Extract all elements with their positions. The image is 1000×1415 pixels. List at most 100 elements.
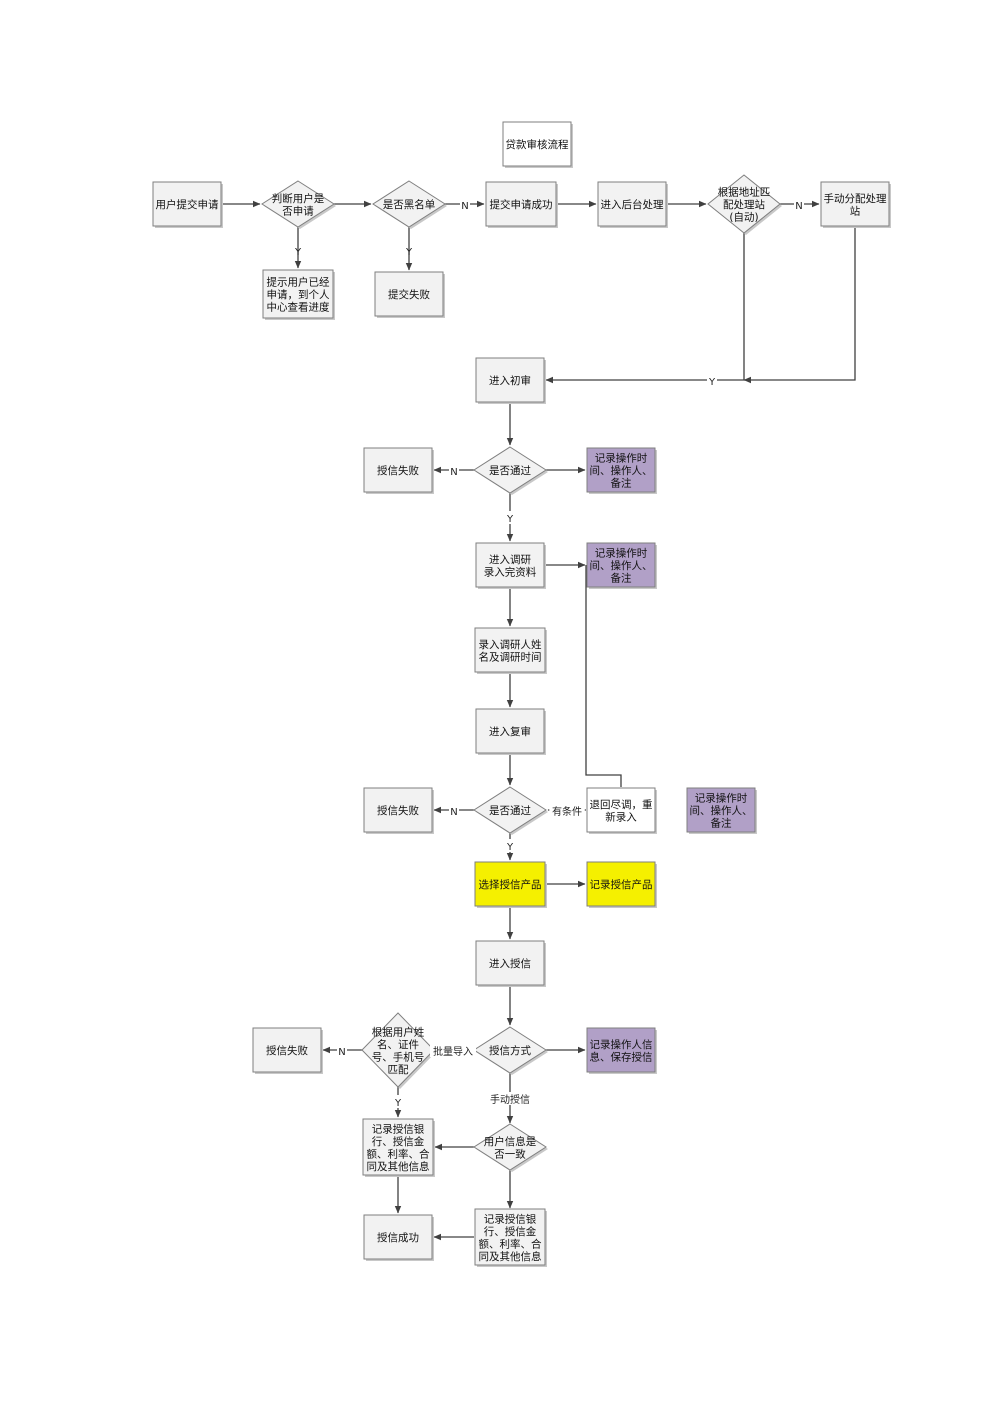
- node-diamond: [473, 786, 547, 834]
- node-box: [252, 1027, 322, 1073]
- node-text-line: 提示用户已经: [267, 276, 330, 289]
- node-success: 授信成功: [363, 1214, 434, 1261]
- node-box: [586, 542, 656, 588]
- node-box: [474, 627, 546, 673]
- node-text-line: 间、操作人、: [590, 464, 653, 477]
- node-text-line: 备注: [711, 817, 732, 830]
- node-box: [586, 447, 656, 493]
- connector-20: [585, 565, 622, 787]
- node-pass1: 是否通过: [473, 446, 548, 495]
- node-blacklist: 是否黑名单: [372, 180, 447, 229]
- node-box: [363, 1214, 433, 1260]
- node-text-line: 用户提交申请: [156, 198, 219, 211]
- node-pass2: 是否通过: [473, 786, 548, 835]
- node-text-line: 进入授信: [489, 957, 531, 970]
- node-text-line: 提交失败: [388, 288, 430, 301]
- node-text-line: 站: [850, 204, 861, 217]
- edge-label-bg: [393, 1095, 403, 1108]
- node-box: [820, 181, 890, 227]
- node-text-line: 匹配: [388, 1064, 409, 1076]
- edge-label-bg: [794, 198, 804, 211]
- node-text-line: 进入复审: [489, 725, 531, 738]
- node-text-line: 是否通过: [489, 804, 531, 817]
- node-text-line: 额、利率、合: [367, 1147, 430, 1160]
- node-second-review: 进入复审: [475, 708, 546, 755]
- node-text-line: 授信方式: [489, 1044, 531, 1057]
- node-box: [363, 447, 433, 493]
- node-fail3: 授信失败: [252, 1027, 323, 1074]
- edge-label-pass2-cond: 有条件: [552, 805, 582, 818]
- node-text-line: 手动分配处理: [824, 192, 887, 205]
- edge-label-bg: [707, 374, 717, 387]
- node-text-line: 记录授信银: [484, 1212, 537, 1225]
- node-text-line: 进入初审: [489, 374, 531, 387]
- edge-label-judge-y: Y: [294, 247, 302, 258]
- node-box: [475, 357, 545, 403]
- edge-label-manual: 手动授信: [490, 1093, 530, 1106]
- node-submit: 用户提交申请: [152, 181, 223, 228]
- node-text-line: 名、证件: [377, 1038, 419, 1051]
- node-box: [363, 787, 433, 833]
- node-text-line: 提交申请成功: [490, 198, 553, 211]
- node-text-line: 中心查看进度: [267, 301, 330, 314]
- node-text-line: 申请，到个人: [267, 288, 330, 301]
- node-credit-mode: 授信方式: [473, 1026, 548, 1075]
- edge-label-bg: [449, 804, 459, 817]
- node-box: [586, 1027, 656, 1073]
- node-text-line: (自动): [729, 211, 758, 224]
- node-text-line: 备注: [611, 572, 632, 585]
- edge-label-bg: [449, 464, 459, 477]
- node-box: [374, 271, 444, 317]
- node-backend: 进入后台处理: [597, 181, 668, 228]
- node-text-line: 是否通过: [489, 464, 531, 477]
- node-text-line: 否一致: [494, 1147, 526, 1160]
- node-text-line: 录入完资料: [484, 565, 537, 578]
- node-box: [475, 940, 545, 986]
- edge-label-bg: [337, 1044, 347, 1057]
- node-text-line: 号、手机号: [372, 1050, 425, 1063]
- node-text-line: 授信失败: [266, 1044, 308, 1057]
- node-text-line: 进入后台处理: [601, 198, 664, 211]
- node-text-line: 判断用户是: [272, 192, 325, 205]
- node-text-line: 记录操作时: [695, 792, 748, 805]
- node-text-line: 贷款审核流程: [506, 138, 569, 151]
- node-diamond: [707, 174, 781, 234]
- node-text-line: 记录授信产品: [590, 878, 653, 891]
- node-text-line: 新录入: [605, 810, 637, 823]
- node-text-line: 同及其他信息: [367, 1160, 430, 1173]
- node-box: [586, 787, 656, 833]
- node-text-line: 名及调研时间: [479, 650, 542, 663]
- node-credit: 进入授信: [475, 940, 546, 987]
- edge-label-bg: [505, 839, 515, 852]
- node-submit-fail: 提交失败: [374, 271, 445, 318]
- node-text-line: 行、授信金: [484, 1225, 537, 1238]
- node-text-line: 退回尽调，重: [590, 798, 653, 811]
- edge-label-match-n: N: [795, 201, 802, 212]
- node-log-product: 记录授信产品: [586, 861, 657, 908]
- edge-label-black-y: Y: [405, 247, 413, 258]
- node-text-line: 是否黑名单: [383, 198, 436, 211]
- node-box: [475, 542, 545, 588]
- node-text-line: 授信失败: [377, 804, 419, 817]
- node-text-line: 记录操作人信: [590, 1038, 653, 1051]
- node-text-line: 授信失败: [377, 464, 419, 477]
- node-diamond: [372, 180, 446, 228]
- node-diamond: [361, 1012, 435, 1088]
- edge-label-pass2-n: N: [450, 807, 457, 818]
- node-text-line: 记录操作时: [595, 547, 648, 560]
- edge-label-match-user-y: Y: [394, 1098, 402, 1109]
- node-text-line: 录入调研人姓: [479, 638, 542, 651]
- node-diamond: [473, 446, 547, 494]
- node-box: [502, 121, 572, 167]
- connector-9: [743, 226, 856, 384]
